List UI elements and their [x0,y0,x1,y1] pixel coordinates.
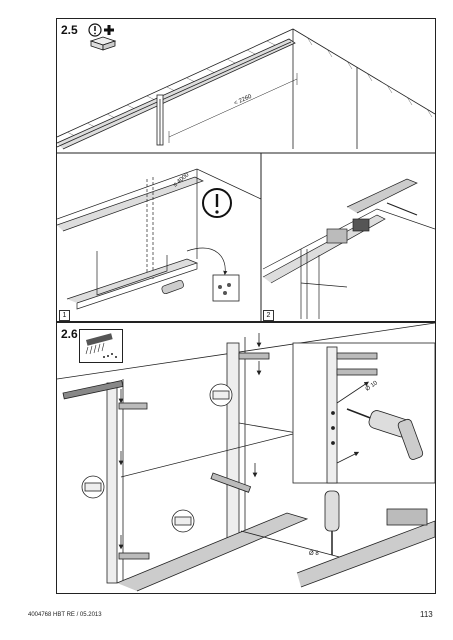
step-2-6-illustration: Ø 10 Ø 8 [57,323,435,592]
debris-bin-icon [212,274,240,302]
document-reference: 4004768 HBT RE / 05.2013 [28,612,102,618]
parts-box-icon [87,23,119,51]
step-2-6-panel: Ø 10 Ø 8 2.6 [56,322,436,594]
step-2-5-panel: < 2260 ≤ [56,18,436,322]
width-dimension-label: < 2260 [233,94,253,107]
magnifier-callout-icon [81,383,233,533]
subpanel-1-label: 1 [59,310,70,321]
drill-icon [346,408,424,460]
lower-hole-diameter: Ø 8 [309,551,319,557]
step-2-5-illustration: < 2260 ≤ [57,28,435,321]
step-number: 2.5 [61,23,78,37]
add-part-icon [104,25,114,35]
subpanel-2-label: 2 [263,310,274,321]
step-number: 2.6 [61,327,78,341]
brush-cleaning-icon [79,329,123,363]
warning-icon [202,188,232,218]
page-number: 113 [420,610,433,619]
